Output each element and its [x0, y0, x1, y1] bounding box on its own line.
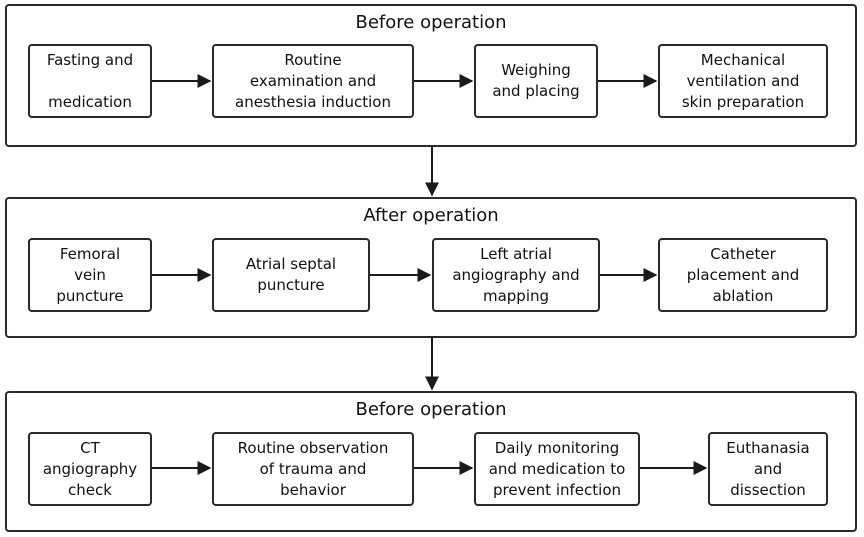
stage-title-2: After operation	[363, 205, 499, 226]
step-euthanasia-dissection: Euthanasia and dissection	[708, 432, 828, 506]
step-ct-angiography-check: CT angiography check	[28, 432, 152, 506]
stage-panel-3: Before operation	[5, 391, 857, 532]
step-atrial-septal-puncture: Atrial septal puncture	[212, 238, 370, 312]
step-femoral-vein-puncture: Femoral vein puncture	[28, 238, 152, 312]
step-left-atrial-angiography: Left atrial angiography and mapping	[432, 238, 600, 312]
step-daily-monitoring: Daily monitoring and medication to preve…	[474, 432, 640, 506]
step-mechanical-ventilation: Mechanical ventilation and skin preparat…	[658, 44, 828, 118]
step-fasting-medication: Fasting and medication	[28, 44, 152, 118]
stage-panel-2: After operation	[5, 197, 857, 338]
stage-panel-1: Before operation	[5, 4, 857, 147]
stage-title-1: Before operation	[355, 12, 507, 33]
step-routine-examination: Routine examination and anesthesia induc…	[212, 44, 414, 118]
step-routine-observation: Routine observation of trauma and behavi…	[212, 432, 414, 506]
step-weighing-placing: Weighing and placing	[474, 44, 598, 118]
step-catheter-placement: Catheter placement and ablation	[658, 238, 828, 312]
stage-title-3: Before operation	[355, 399, 507, 420]
